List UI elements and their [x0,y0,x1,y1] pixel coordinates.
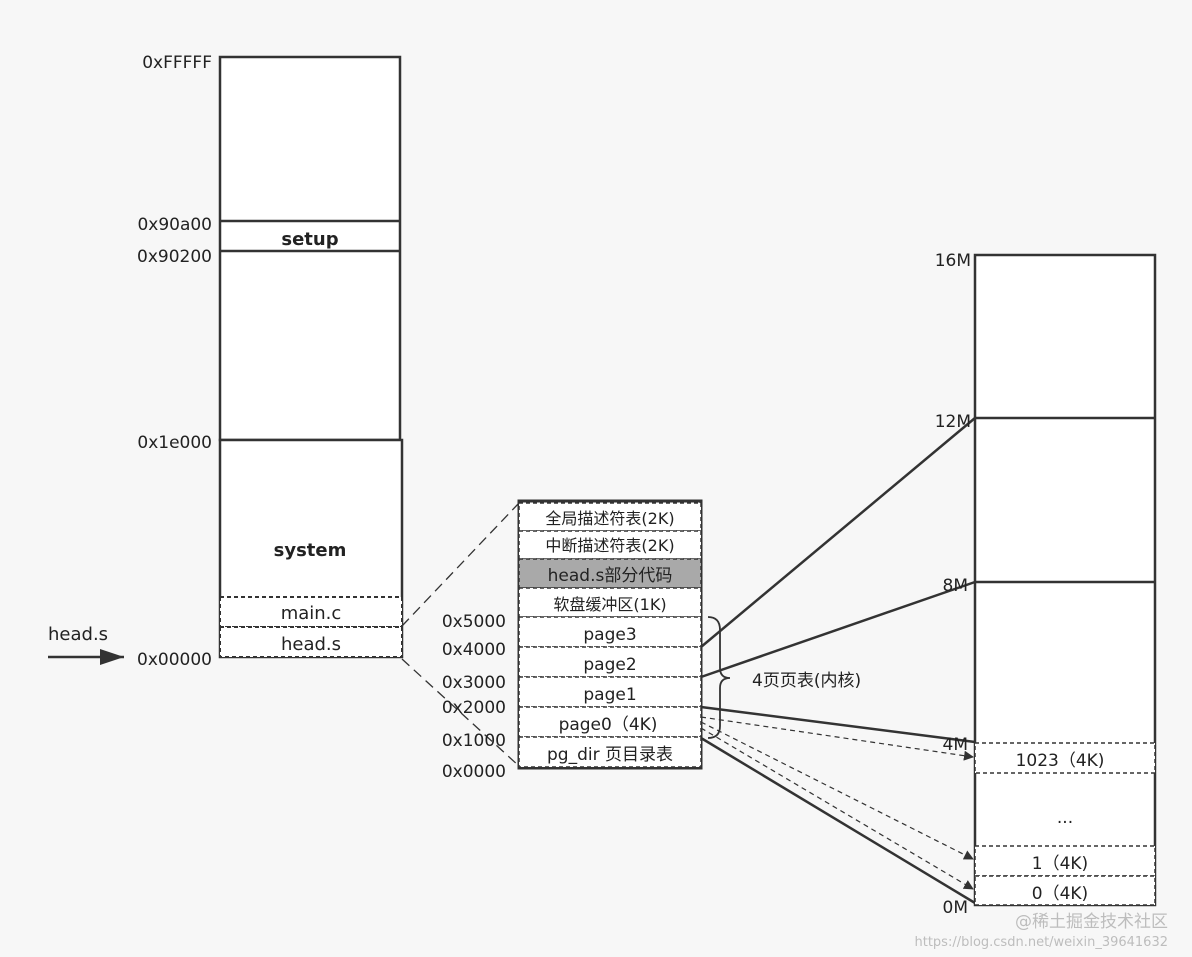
cell-page-1 [974,845,1156,877]
cell-page1 [518,676,702,708]
map-page3-to-12m [700,417,976,648]
cell-label-idt: 中断描述符表(2K) [545,536,674,555]
address-label-0000: 0x0000 [442,762,506,782]
address-label-1e000: 0x1e000 [137,433,212,453]
block-label-setup: setup [281,229,338,250]
watermark: @稀土掘金技术社区 https://blog.csdn.net/weixin_3… [914,912,1168,950]
cell-label-page3: page3 [583,625,636,645]
cell-label-pg-dir: pg_dir 页目录表 [547,745,673,765]
brace-label-page-tables: 4页页表(内核) [752,671,861,691]
entry-arrow-to-1023 [700,716,974,761]
entry-arrow-to-0 [700,727,974,890]
cell-page2 [518,646,702,678]
pointer-label-head-s: head.s [48,624,108,645]
cell-label-head-code: head.s部分代码 [548,566,673,586]
address-label-fffff: 0xFFFFF [142,53,212,73]
address-label-00000: 0x00000 [137,650,212,670]
left-memory-column: setup system main.c head.s 0xFFFFF 0x90a… [48,53,404,670]
cell-label-1023: 1023（4K) [1016,751,1105,771]
watermark-brand: @稀土掘金技术社区 [1015,912,1168,932]
zoom-connector-lines [401,502,520,767]
cell-pg-dir [518,736,702,768]
cell-label-page0: page0（4K) [559,715,658,735]
cell-label-1: 1（4K) [1032,854,1088,874]
cell-label-gdt: 全局描述符表(2K) [545,509,674,528]
watermark-url: https://blog.csdn.net/weixin_39641632 [914,935,1168,950]
zoom-line-top [401,502,520,627]
right-memory-column: 1023（4K) ... 1（4K) 0（4K) 16M 12M 8M 4M 0… [935,251,1157,918]
block-label-system: system [274,540,347,561]
address-label-90200: 0x90200 [137,247,212,267]
cell-page-0 [974,875,1156,906]
cell-label-ellipsis: ... [1057,808,1073,828]
size-label-12m: 12M [935,412,971,432]
block-label-head-s: head.s [281,634,341,655]
size-label-4m: 4M [943,735,968,755]
zoom-line-bottom [401,658,520,767]
block-label-main-c: main.c [281,603,342,624]
cell-page-1023 [974,742,1156,774]
size-label-8m: 8M [943,576,968,596]
cell-label-0: 0（4K) [1032,884,1088,904]
head-s-block [219,626,403,658]
main-c-block [219,596,403,628]
address-label-5000: 0x5000 [442,612,506,632]
address-label-2000: 0x2000 [442,698,506,718]
size-label-0m: 0M [943,898,968,918]
cell-label-page2: page2 [583,655,636,675]
address-label-3000: 0x3000 [442,673,506,693]
cell-label-page1: page1 [583,685,636,705]
left-column-box [218,55,402,442]
address-label-4000: 0x4000 [442,640,506,660]
mapping-lines [700,417,976,905]
map-page1-to-4m [700,705,976,744]
cell-label-floppy-buffer: 软盘缓冲区(1K) [553,595,666,614]
address-label-1000: 0x1000 [442,731,506,751]
entry-arrow-to-1 [700,721,974,860]
cell-floppy-buffer [518,587,702,618]
cell-gdt [518,502,702,532]
middle-memory-column: 全局描述符表(2K) 中断描述符表(2K) head.s部分代码 软盘缓冲区(1… [442,499,861,782]
right-column-box [973,253,1157,907]
address-label-90a00: 0x90a00 [137,215,212,235]
size-label-16m: 16M [935,251,971,271]
map-page0-to-0m [700,736,976,905]
map-page2-to-8m [700,580,976,679]
